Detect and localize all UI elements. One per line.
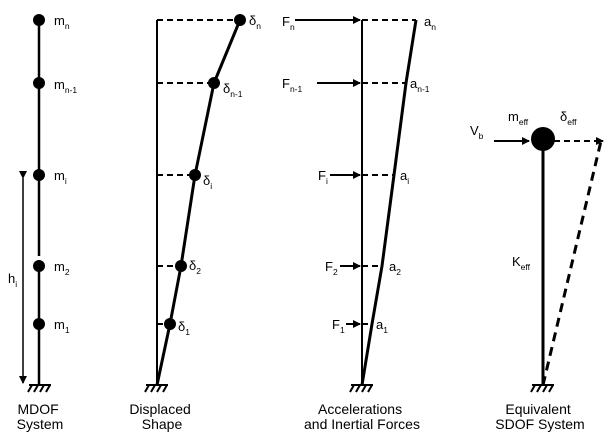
displaced-caption: Displaced Shape	[129, 401, 194, 432]
mass-i-label: mi	[54, 168, 67, 186]
mass-2-label: m2	[54, 259, 70, 277]
accel-i-label: ai	[400, 168, 409, 186]
sdof-caption: Equivalent SDOF System	[495, 401, 584, 432]
force-1-label: F1	[332, 317, 345, 335]
mass-1-node	[33, 318, 45, 330]
sdof-system-panel: Vb meff δeff Keff Equivalent SDOF System	[470, 109, 604, 432]
accelerations-forces-panel: Fn Fn-1 Fi F2 F1 an an-1 ai a2 a1	[282, 14, 436, 432]
accel-2-label: a2	[389, 259, 401, 277]
mass-n-node	[33, 14, 45, 26]
force-n-1-label: Fn-1	[282, 76, 303, 94]
forces-fixed-support	[349, 384, 373, 393]
effective-displacement-label: δeff	[560, 109, 577, 127]
displaced-fixed-support	[144, 384, 168, 393]
height-label: hi	[8, 271, 17, 289]
displaced-node-1	[164, 318, 176, 330]
accel-n-1-label: an-1	[410, 76, 430, 94]
mdof-system-panel: mn mn-1 mi m2 m1 hi MDOF System	[8, 13, 77, 432]
mass-i-node	[33, 169, 45, 181]
displaced-node-n-1	[208, 77, 220, 89]
displaced-node-n	[234, 14, 246, 26]
delta-n-label: δn	[249, 13, 261, 31]
effective-mass-label: meff	[508, 109, 529, 127]
delta-i-label: δi	[203, 173, 212, 191]
mdof-fixed-support	[27, 384, 51, 393]
delta-2-label: δ2	[189, 258, 201, 276]
delta-1-label: δ1	[178, 319, 190, 337]
sdof-fixed-support	[530, 384, 554, 393]
force-i-label: Fi	[318, 168, 328, 186]
mass-2-node	[33, 260, 45, 272]
displaced-shape-panel: δn δn-1 δi δ2 δ1 Displaced Shape	[129, 13, 261, 432]
displaced-node-i	[189, 169, 201, 181]
accel-1-label: a1	[376, 317, 388, 335]
effective-mass-node	[531, 127, 555, 151]
mdof-caption: MDOF System	[17, 401, 64, 432]
force-n-label: Fn	[282, 14, 295, 32]
delta-n-1-label: δn-1	[223, 81, 243, 99]
mass-1-label: m1	[54, 317, 70, 335]
acceleration-profile-line	[360, 19, 418, 386]
accel-n-label: an	[424, 14, 436, 32]
deflected-shape-line	[155, 19, 242, 386]
force-2-label: F2	[325, 259, 338, 277]
mass-n-1-node	[33, 77, 45, 89]
displaced-node-2	[175, 260, 187, 272]
mass-n-1-label: mn-1	[54, 77, 77, 95]
base-shear-label: Vb	[470, 123, 484, 141]
sdof-deflected-line	[541, 140, 603, 386]
effective-stiffness-label: Keff	[512, 254, 531, 272]
forces-caption: Accelerations and Inertial Forces	[304, 401, 420, 432]
mass-n-label: mn	[54, 13, 70, 31]
